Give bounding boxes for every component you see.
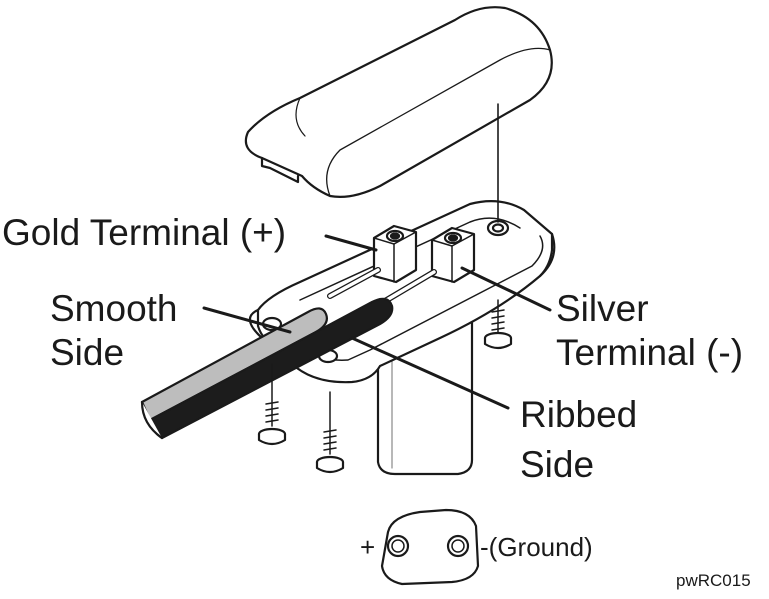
ribbed-side-label-line1: Ribbed bbox=[520, 394, 638, 435]
smooth-side-leader bbox=[202, 306, 292, 334]
gold-terminal bbox=[372, 224, 418, 284]
silver-terminal-label-line1: Silver bbox=[556, 288, 649, 329]
ribbed-side-leader bbox=[350, 336, 510, 410]
ribbed-side-label-line2: Side bbox=[520, 444, 595, 485]
terminal-orientation-plate bbox=[380, 508, 480, 586]
positive-sign-label: + bbox=[360, 532, 376, 562]
silver-terminal-label-line2: Terminal (-) bbox=[556, 332, 744, 373]
screw-front bbox=[315, 391, 345, 474]
gold-terminal-leader bbox=[324, 234, 378, 252]
ground-label: -(Ground) bbox=[480, 532, 593, 562]
figure-code: pwRC015 bbox=[676, 571, 751, 590]
silver-terminal bbox=[430, 226, 476, 284]
screw-left bbox=[257, 363, 287, 446]
screw-right bbox=[483, 299, 513, 350]
connector-cover bbox=[244, 6, 553, 198]
silver-terminal-leader bbox=[460, 266, 552, 312]
cable bbox=[140, 297, 394, 440]
gold-terminal-label: Gold Terminal (+) bbox=[2, 212, 287, 253]
smooth-side-label-line1: Smooth bbox=[50, 288, 178, 329]
smooth-side-label-line2: Side bbox=[50, 332, 125, 373]
